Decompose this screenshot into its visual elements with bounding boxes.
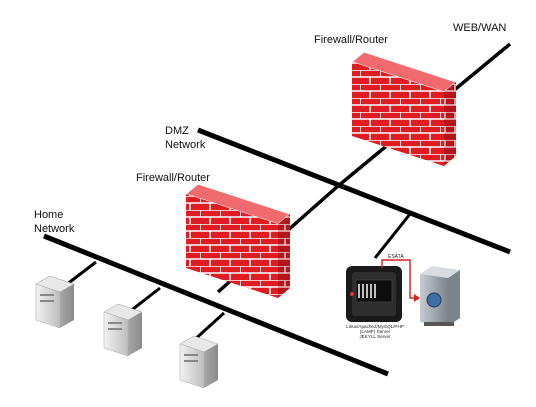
server-caption-line3: JEKYLL Server	[359, 334, 391, 339]
home-network-bus	[43, 233, 389, 377]
esata-arrow	[381, 259, 420, 302]
media-server-icon	[346, 266, 402, 322]
firewall-router-top-label: Firewall/Router	[314, 34, 388, 46]
dmz-network-bus	[197, 127, 511, 255]
firewall-router-middle-label: Firewall/Router	[136, 172, 210, 184]
dmz-label-line2: Network	[165, 139, 206, 151]
firewall-middle-icon	[184, 183, 292, 298]
firewall-top-icon	[350, 51, 458, 166]
desktop-computer-icon-2	[103, 303, 143, 357]
web-wan-label: WEB/WAN	[453, 22, 507, 34]
desktop-computer-icon-3	[179, 335, 219, 389]
server-caption-line2: (LAMP) Server	[359, 329, 391, 334]
desktop-computer-icon-1	[35, 275, 75, 329]
home-label-line1: Home	[34, 209, 64, 221]
external-drive-icon	[420, 266, 460, 326]
esata-label: ESATA	[388, 254, 404, 260]
home-label-line2: Network	[34, 223, 75, 235]
server-caption-line1: Linux/Apache2/MySQL/PHP	[346, 324, 404, 329]
server-drop-link	[373, 213, 412, 259]
dmz-label-line1: DMZ	[165, 125, 189, 137]
